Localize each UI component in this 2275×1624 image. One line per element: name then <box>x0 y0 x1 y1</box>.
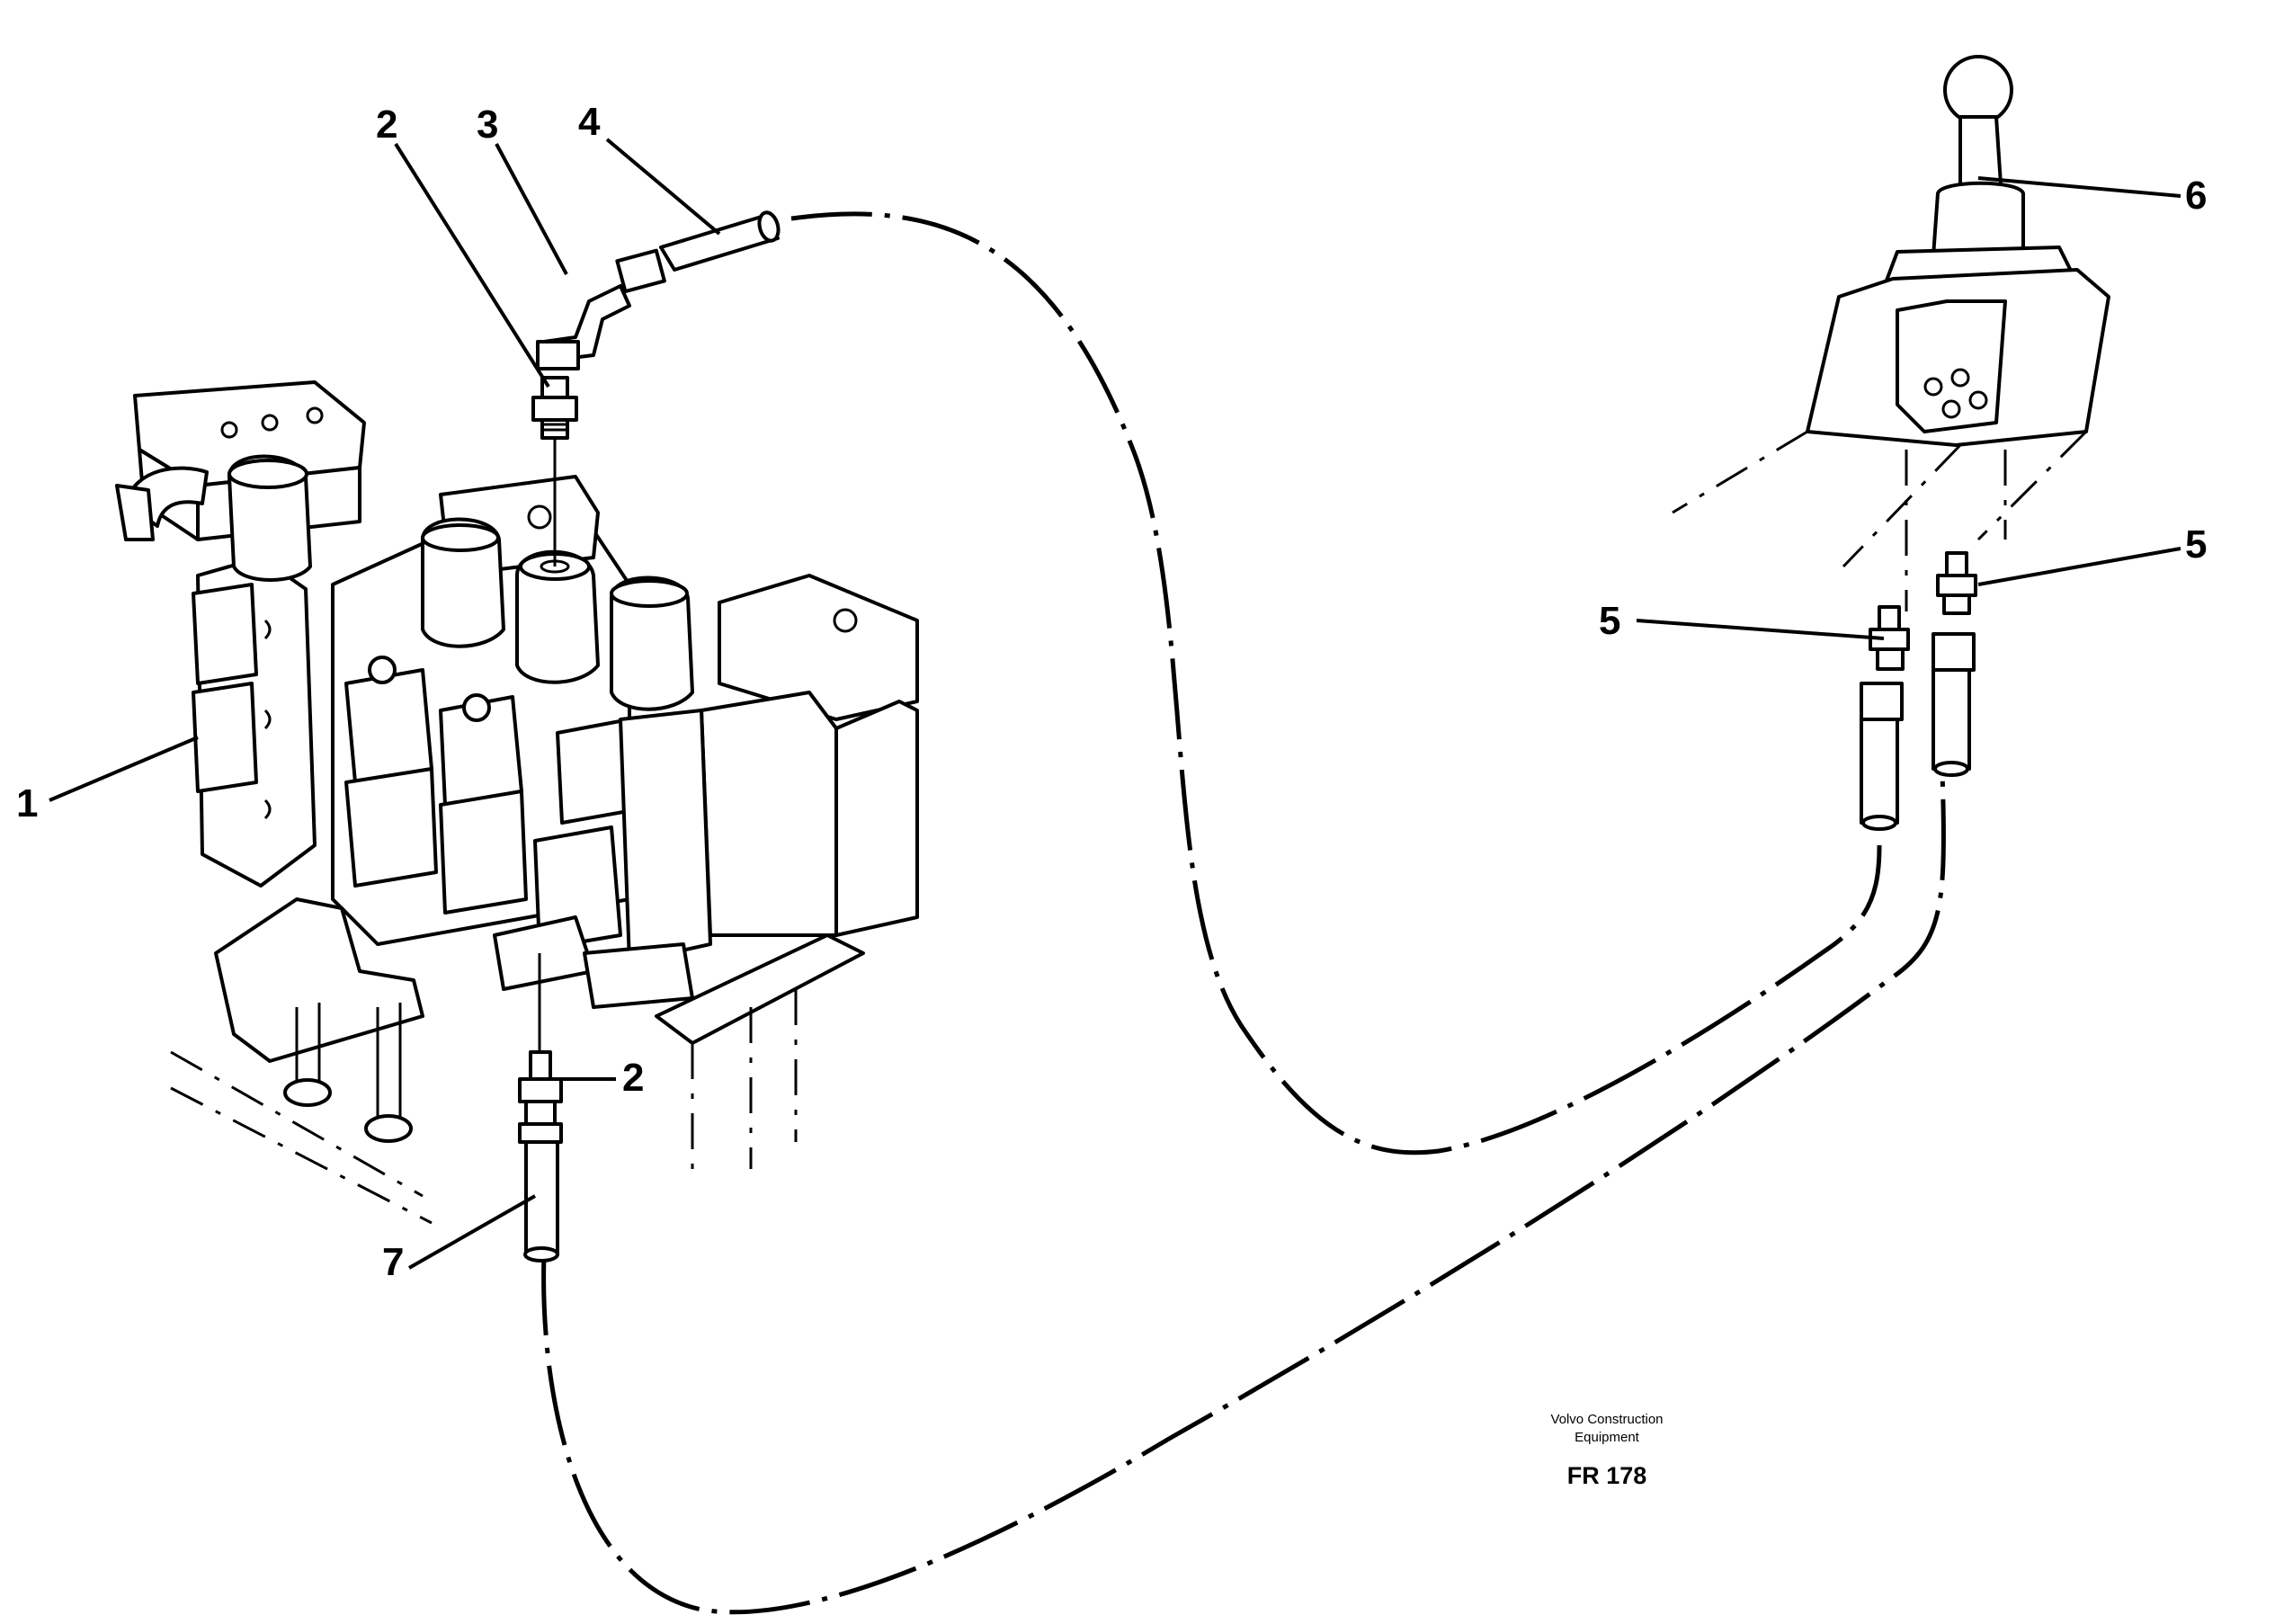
leader-lines <box>49 138 2181 1270</box>
right-fittings <box>1860 551 1977 831</box>
callout-5-right: 5 <box>2185 522 2207 567</box>
callout-6: 6 <box>2185 174 2207 218</box>
callout-4: 4 <box>578 100 601 144</box>
leader-3 <box>495 143 568 275</box>
brand-line-1: Volvo Construction <box>1550 1412 1663 1427</box>
callout-1: 1 <box>16 781 38 825</box>
hose-upper <box>790 211 1882 1156</box>
hoses <box>541 211 1946 1615</box>
leader-6 <box>1977 176 2181 198</box>
leader-4 <box>605 138 721 236</box>
callout-2-bottom: 2 <box>622 1056 644 1100</box>
leader-1 <box>49 736 199 802</box>
figure-code: FR 178 <box>1567 1462 1647 1489</box>
brand-line-2: Equipment <box>1575 1430 1640 1445</box>
valve-block-assembly <box>115 380 919 1225</box>
footer-stamp: Volvo Construction Equipment FR 178 <box>1550 1412 1663 1489</box>
bottom-fittings <box>518 953 563 1263</box>
leader-2-top <box>394 142 550 388</box>
top-fittings <box>531 210 781 567</box>
callout-5-left: 5 <box>1599 599 1620 643</box>
leader-5-right <box>1977 547 2181 586</box>
hose-lower <box>541 772 1946 1615</box>
leader-5-left <box>1636 619 1885 640</box>
callouts: 1 2 3 4 5 5 6 2 7 <box>16 100 2207 1284</box>
callout-7: 7 <box>382 1240 404 1284</box>
callout-2-top: 2 <box>376 103 397 147</box>
callout-3: 3 <box>477 103 498 147</box>
control-lever-assembly <box>1672 55 2110 611</box>
leader-7 <box>408 1194 536 1270</box>
